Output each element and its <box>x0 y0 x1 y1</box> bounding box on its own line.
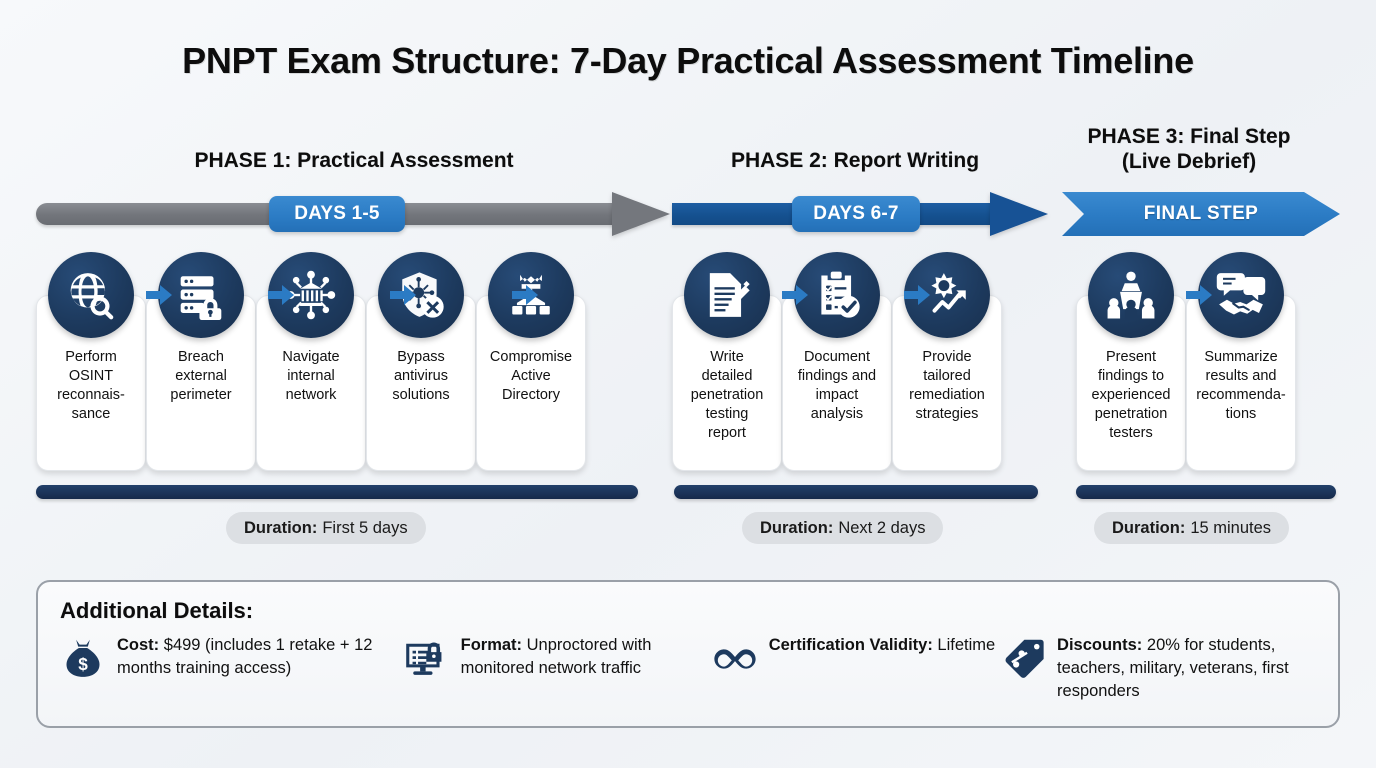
duration-label: Duration: <box>760 518 834 537</box>
page-title: PNPT Exam Structure: 7-Day Practical Ass… <box>182 40 1194 81</box>
step-label: Present findings to experienced penetrat… <box>1091 349 1171 441</box>
phase-1-arrowhead-icon <box>612 192 670 236</box>
steps-layer: Perform OSINT reconnais- sance <box>0 252 1376 482</box>
step-card[interactable]: Breach external perimeter <box>146 252 256 471</box>
detail-text: Certification Validity: Lifetime <box>769 634 996 657</box>
phase-3-underbar <box>1076 485 1336 499</box>
clipboard-check-icon <box>794 252 880 338</box>
arrow-right-icon <box>904 284 930 306</box>
infinity-icon <box>712 636 758 682</box>
arrow-right-icon <box>146 284 172 306</box>
arrow-right-icon <box>268 284 294 306</box>
detail-text: Format: Unproctored with monitored netwo… <box>461 634 712 680</box>
phase-1-underbar <box>36 485 638 499</box>
detail-value: 20% for students, teachers, military, ve… <box>1057 636 1289 700</box>
arrow-right-icon <box>782 284 808 306</box>
detail-label: Discounts: <box>1057 636 1143 654</box>
price-tags-icon <box>1000 636 1046 682</box>
step-label: Bypass antivirus solutions <box>392 349 450 403</box>
detail-value: $499 (includes 1 retake + 12 months trai… <box>117 636 373 677</box>
duration-label: Duration: <box>1112 518 1186 537</box>
step-card[interactable]: Compromise Active Directory <box>476 252 586 471</box>
phase-3-header: PHASE 3: Final Step (Live Debrief) <box>1087 125 1291 173</box>
step-label: Document findings and impact analysis <box>797 349 877 422</box>
step-label: Write detailed penetration testing repor… <box>690 349 764 441</box>
phase-headers: PHASE 1: Practical Assessment PHASE 2: R… <box>0 124 1376 188</box>
step-card[interactable]: Perform OSINT reconnais- sance <box>36 252 146 471</box>
additional-details-title: Additional Details: <box>60 598 254 623</box>
detail-label: Cost: <box>117 636 160 654</box>
phase-3-duration-badge: Duration: 15 minutes <box>1094 512 1290 544</box>
step-label: Navigate internal network <box>282 349 340 403</box>
server-lock-icon <box>158 252 244 338</box>
duration-label: Duration: <box>244 518 318 537</box>
podium-presenter-icon <box>1088 252 1174 338</box>
arrow-right-icon <box>1186 284 1212 306</box>
detail-value: Unproctored with monitored network traff… <box>460 636 652 677</box>
timeline-bar: FINAL STEP DAYS 1-5 DAYS 6-7 <box>0 192 1376 240</box>
duration-value: Next 2 days <box>838 518 926 537</box>
detail-item-validity: Certification Validity: Lifetime <box>712 634 1000 703</box>
step-label: Breach external perimeter <box>170 349 232 403</box>
step-label: Provide tailored remediation strategies <box>909 349 985 422</box>
step-label: Summarize results and recommenda- tions <box>1196 349 1286 422</box>
step-card-body: Perform OSINT reconnais- sance <box>36 295 146 471</box>
phase-3-badge: FINAL STEP <box>1143 203 1259 224</box>
phase-2-header: PHASE 2: Report Writing <box>730 149 980 172</box>
detail-text: Cost: $499 (includes 1 retake + 12 month… <box>117 634 404 680</box>
step-label: Compromise Active Directory <box>489 349 573 403</box>
money-bag-icon: $ <box>60 636 106 682</box>
crown-hierarchy-icon <box>488 252 574 338</box>
duration-value: 15 minutes <box>1190 518 1272 537</box>
svg-text:$: $ <box>78 654 88 674</box>
step-card[interactable]: Navigate internal network <box>256 252 366 471</box>
detail-item-cost: $ Cost: $499 (includes 1 retake + 12 mon… <box>60 634 404 703</box>
phase-3-steps: Present findings to experienced penetrat… <box>1076 252 1296 471</box>
phase-1-header: PHASE 1: Practical Assessment <box>194 149 514 172</box>
arrow-right-icon <box>390 284 416 306</box>
monitor-lock-icon <box>404 636 450 682</box>
detail-text: Discounts: 20% for students, teachers, m… <box>1057 634 1316 703</box>
duration-value: First 5 days <box>322 518 408 537</box>
additional-details-grid: $ Cost: $499 (includes 1 retake + 12 mon… <box>60 634 1316 703</box>
phase-2-badge: DAYS 6-7 <box>792 196 920 232</box>
step-label: Perform OSINT reconnais- sance <box>57 349 125 422</box>
step-card[interactable]: Document findings and impact analysis <box>782 252 892 471</box>
detail-item-format: Format: Unproctored with monitored netwo… <box>404 634 712 703</box>
detail-value: Lifetime <box>937 636 996 654</box>
network-bank-icon <box>268 252 354 338</box>
phase-2-steps: Write detailed penetration testing repor… <box>672 252 1002 471</box>
phase-2-arrowhead-icon <box>990 192 1048 236</box>
step-card[interactable]: Summarize results and recommenda- tions <box>1186 252 1296 471</box>
globe-search-icon <box>48 252 134 338</box>
detail-label: Format: <box>460 636 523 654</box>
step-card[interactable]: Present findings to experienced penetrat… <box>1076 252 1186 471</box>
detail-label: Certification Validity: <box>768 636 933 654</box>
chat-handshake-icon <box>1198 252 1284 338</box>
additional-details-panel: Additional Details: $ Cost: $499 (includ… <box>36 580 1340 728</box>
phase-1-badge: DAYS 1-5 <box>269 196 405 232</box>
document-pencil-icon <box>684 252 770 338</box>
step-card[interactable]: Write detailed penetration testing repor… <box>672 252 782 471</box>
phase-1-duration-badge: Duration: First 5 days <box>226 512 426 544</box>
step-card[interactable]: Bypass antivirus solutions <box>366 252 476 471</box>
phase-2-underbar <box>674 485 1038 499</box>
phase-1-steps: Perform OSINT reconnais- sance <box>36 252 586 471</box>
phase-3-chevron <box>1062 192 1340 236</box>
phase-2-duration-badge: Duration: Next 2 days <box>742 512 944 544</box>
detail-item-discounts: Discounts: 20% for students, teachers, m… <box>1000 634 1316 703</box>
arrow-right-icon <box>512 284 538 306</box>
